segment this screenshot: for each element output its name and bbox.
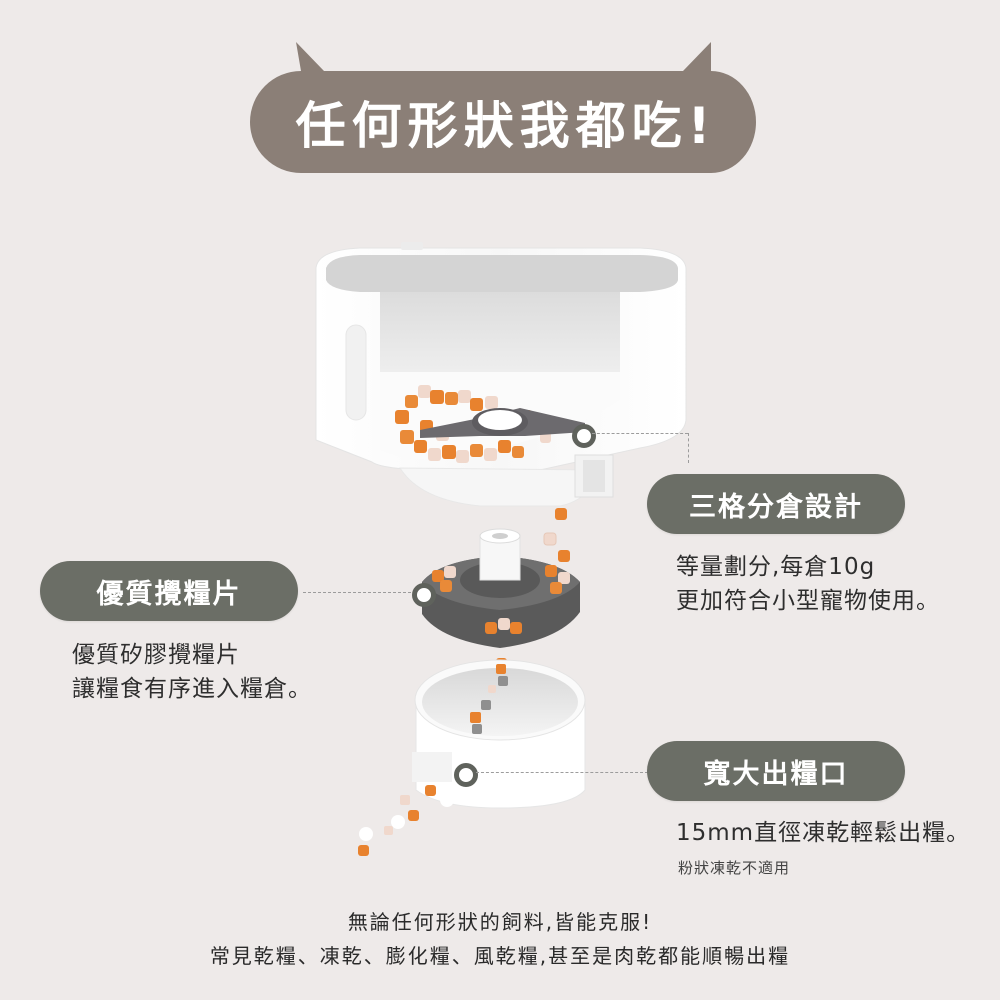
leader-line (592, 433, 688, 434)
hotspot-outlet[interactable] (454, 763, 478, 787)
page-title: 任何形狀我都吃! (295, 97, 717, 155)
feature-badge-agitator: 優質攪糧片 (40, 561, 298, 621)
leader-line (303, 592, 411, 593)
outlet-chute (412, 659, 586, 809)
leader-line (688, 433, 689, 463)
ejected-kibble (358, 785, 454, 856)
kibble-pile (395, 385, 551, 463)
feature-desc-outlet: 15mm直徑凍乾輕鬆出糧。 (676, 816, 970, 850)
agitator-blade (420, 408, 585, 438)
footer-line-2: 常見乾糧、凍乾、膨化糧、風乾糧,甚至是肉乾都能順暢出糧 (209, 944, 791, 968)
hotspot-agitator[interactable] (412, 583, 436, 607)
cat-ear-bubble-shape (250, 42, 756, 173)
desc-line: 等量劃分,每倉10g (676, 554, 876, 580)
feature-badge-outlet: 寬大出糧口 (647, 741, 905, 801)
leader-line (476, 772, 648, 773)
feature-desc-compartments: 等量劃分,每倉10g 更加符合小型寵物使用。 (676, 550, 940, 618)
food-hopper (315, 242, 687, 507)
three-compartment-rotor (422, 528, 580, 648)
feature-badge-compartments: 三格分倉設計 (647, 474, 905, 534)
hotspot-compartment[interactable] (572, 424, 596, 448)
title-banner: 任何形狀我都吃! (250, 42, 756, 174)
feature-note-outlet: 粉狀凍乾不適用 (678, 859, 791, 877)
footer-line-1: 無論任何形狀的飼料,皆能克服! (347, 910, 653, 934)
desc-line: 優質矽膠攪糧片 (72, 642, 240, 668)
desc-line: 更加符合小型寵物使用。 (676, 588, 940, 614)
desc-line: 讓糧食有序進入糧倉。 (72, 676, 312, 702)
desc-line: 15mm直徑凍乾輕鬆出糧。 (676, 820, 971, 846)
feature-desc-agitator: 優質矽膠攪糧片 讓糧食有序進入糧倉。 (72, 638, 312, 706)
